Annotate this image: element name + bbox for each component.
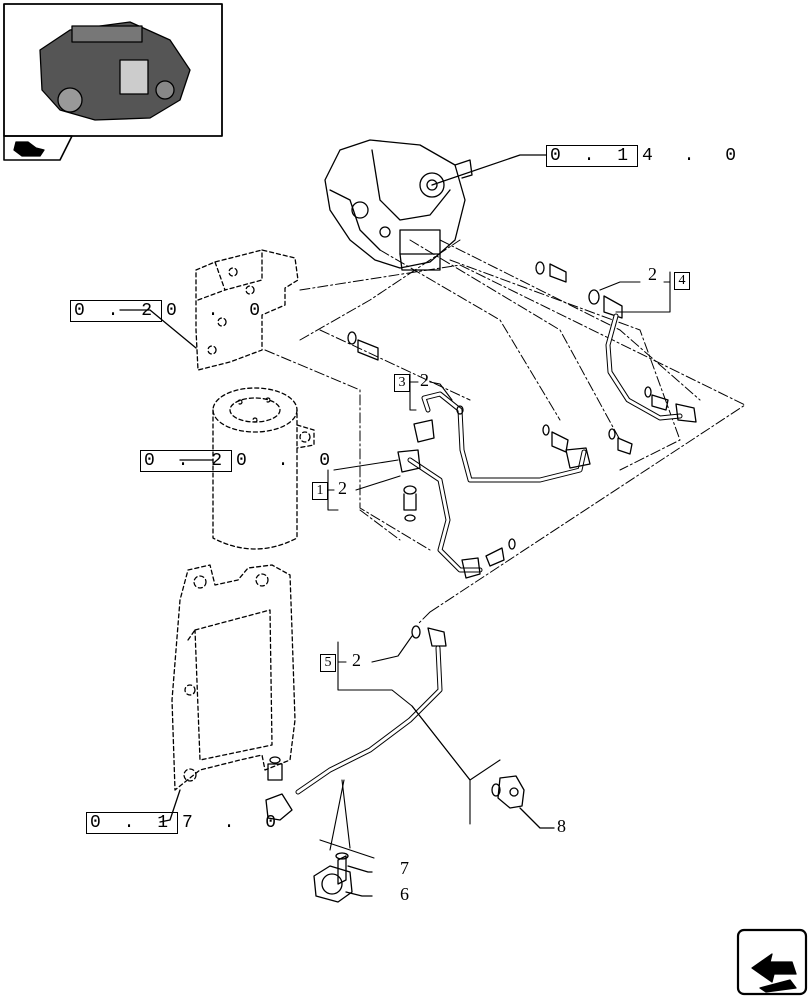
ref-label-frame[interactable]: 0 . 1 7 . 0 xyxy=(86,812,286,834)
filter-mount-frame[interactable] xyxy=(171,564,296,791)
next-page-arrow-icon[interactable] xyxy=(736,928,808,996)
ref-box: 0 . 2 xyxy=(70,300,163,322)
fitting-bracket[interactable] xyxy=(347,331,379,361)
bolt-7[interactable] xyxy=(335,852,349,885)
ref-tail: 4 . 0 xyxy=(642,146,747,166)
ref-box: 0 . 1 xyxy=(86,812,179,834)
item-number-6: 6 xyxy=(400,884,409,904)
item-box-5: 5 xyxy=(320,654,336,672)
item-number-7: 7 xyxy=(400,858,409,878)
item-number-2-pipe-3: 2 xyxy=(420,370,429,390)
ref-label-pump[interactable]: 0 . 1 4 . 0 xyxy=(546,145,746,167)
pipe-4[interactable] xyxy=(588,289,697,423)
item-number-2-pipe-4: 2 xyxy=(648,264,657,284)
item-box-4: 4 xyxy=(674,272,690,290)
ref-tail: 7 . 0 xyxy=(182,813,287,833)
clamp-6[interactable] xyxy=(313,865,353,903)
ref-tail: 0 . 0 xyxy=(166,301,271,321)
ref-tail: 0 . 0 xyxy=(236,451,341,471)
ref-box: 0 . 2 xyxy=(140,450,233,472)
pipe-3[interactable] xyxy=(413,391,633,483)
engine-thumbnail[interactable] xyxy=(3,3,223,161)
injection-pump[interactable] xyxy=(324,139,473,271)
item-box-3: 3 xyxy=(394,374,410,392)
fitting-pump-outlet[interactable] xyxy=(535,261,567,283)
pipe-5[interactable] xyxy=(265,625,447,821)
ref-label-filter[interactable]: 0 . 2 0 . 0 xyxy=(140,450,340,472)
item-box-1: 1 xyxy=(312,482,328,500)
mounting-bracket[interactable] xyxy=(195,249,299,371)
item-number-2-pipe-5: 2 xyxy=(352,650,361,670)
pipe-1[interactable] xyxy=(397,449,516,579)
ref-label-bracket[interactable]: 0 . 2 0 . 0 xyxy=(70,300,270,322)
fuel-filter[interactable] xyxy=(212,387,315,550)
item-number-8: 8 xyxy=(557,816,566,836)
plug-8[interactable] xyxy=(491,775,525,809)
item-number-2-pipe-1: 2 xyxy=(338,478,347,498)
ref-box: 0 . 1 xyxy=(546,145,639,167)
